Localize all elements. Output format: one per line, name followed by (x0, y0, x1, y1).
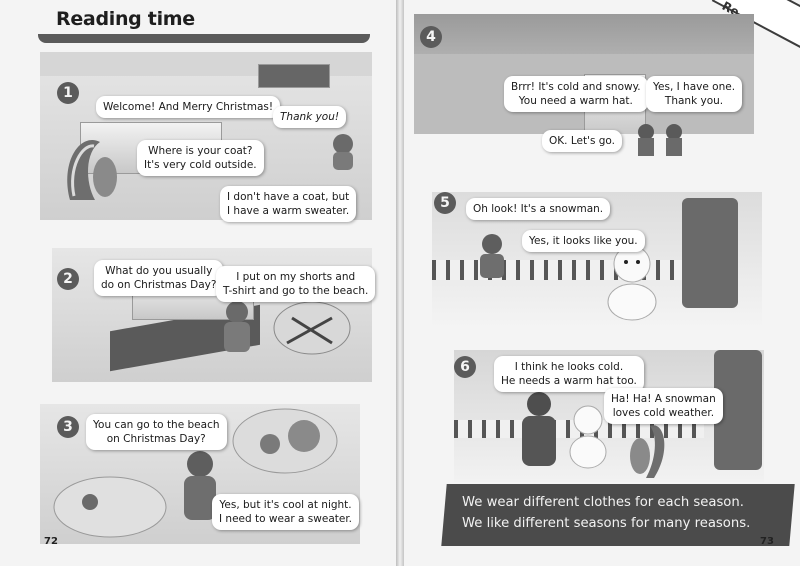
airport-sign (258, 64, 330, 88)
bear-character (333, 134, 353, 170)
panel-1 (40, 52, 372, 220)
speech-bubble: OK. Let's go. (542, 130, 623, 152)
panel-number-5: 5 (434, 192, 456, 214)
bear-character (480, 234, 504, 278)
speech-bubble: Oh look! It's a snowman. (466, 198, 611, 220)
thought-cloud (232, 408, 338, 474)
speech-bubble: Yes, but it's cool at night. I need to w… (212, 494, 360, 530)
page-number: 73 (760, 536, 774, 547)
squirrel-character (67, 140, 117, 200)
speech-bubble: Yes, I have one. Thank you. (646, 76, 743, 112)
closing-banner-text: We wear different clothes for each seaso… (462, 495, 751, 531)
speech-bubble: Brrr! It's cold and snowy. You need a wa… (504, 76, 648, 112)
speech-bubble: I don't have a coat, but I have a warm s… (220, 186, 357, 222)
title-underline (38, 34, 370, 43)
beach-chair-icon (273, 301, 351, 355)
speech-bubble: Welcome! And Merry Christmas! (96, 96, 281, 118)
speech-bubble: I think he looks cold. He needs a warm h… (494, 356, 644, 392)
bear-character (638, 124, 682, 156)
speech-bubble: What do you usually do on Christmas Day? (94, 260, 224, 296)
speech-bubble: Ha! Ha! A snowman loves cold weather. (604, 388, 723, 424)
snowman (607, 245, 657, 321)
bear-character (224, 301, 250, 352)
panel-number-2: 2 (57, 268, 79, 290)
panel-number-4: 4 (420, 26, 442, 48)
panel-number-1: 1 (57, 82, 79, 104)
page-title: Reading time (56, 8, 195, 30)
speech-bubble: Where is your coat? It's very cold outsi… (137, 140, 264, 176)
speech-bubble: Yes, it looks like you. (522, 230, 645, 252)
snowman (569, 405, 607, 469)
right-page: Re 4 Brrr! It's cold and snowy. You need… (404, 0, 800, 566)
thought-cloud (53, 476, 167, 538)
bear-character (522, 392, 556, 466)
page-number: 72 (44, 536, 58, 547)
speech-bubble: Thank you! (273, 106, 347, 128)
speech-bubble: You can go to the beach on Christmas Day… (86, 414, 227, 450)
speech-bubble: I put on my shorts and T-shirt and go to… (216, 266, 376, 302)
tree-trunk (682, 198, 738, 308)
left-page: Reading time 1 Welcome! And Merry Christ… (0, 0, 396, 566)
book-spine (396, 0, 404, 566)
squirrel-character (630, 425, 665, 478)
panel-number-3: 3 (57, 416, 79, 438)
panel-number-6: 6 (454, 356, 476, 378)
bear-character (184, 451, 216, 520)
